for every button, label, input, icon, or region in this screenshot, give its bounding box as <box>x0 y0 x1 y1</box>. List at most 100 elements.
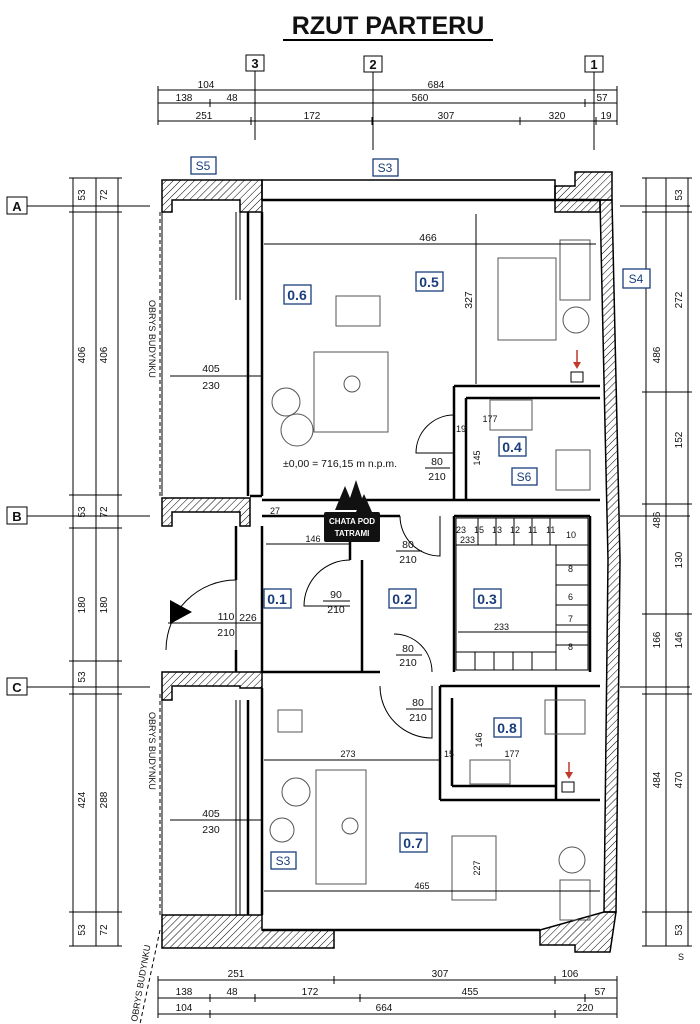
dim-146: 146 <box>305 534 320 544</box>
dim-top-48: 48 <box>226 93 238 104</box>
dim-right-486a: 486 <box>652 346 663 363</box>
axis-markers-horizontal: A B C <box>6 196 690 696</box>
tag-s4: S4 <box>629 272 644 286</box>
logo-line1: CHATA POD <box>329 517 375 526</box>
dim-left-53a: 53 <box>77 189 88 201</box>
dim-top-307: 307 <box>438 111 455 122</box>
axis-label-a: A <box>12 199 22 214</box>
dim-left-288: 288 <box>99 791 110 808</box>
dim-230a: 230 <box>202 380 220 392</box>
dim-177a: 177 <box>482 414 497 424</box>
room-label-01: 0.1 <box>267 591 287 607</box>
door-210-b: 210 <box>399 554 417 566</box>
left-dimensions: 53 406 53 180 53 424 53 72 406 72 180 28… <box>69 177 122 947</box>
dim-bot-664: 664 <box>376 1003 393 1014</box>
arrow-down-icon <box>565 772 573 779</box>
dim-left-53c: 53 <box>77 671 88 683</box>
dim-bot-251: 251 <box>228 969 245 980</box>
dim-top-320: 320 <box>549 111 566 122</box>
dim-146b: 146 <box>474 732 484 747</box>
door-80-a: 80 <box>431 456 443 468</box>
watermark-logo: CHATA POD TATRAMI <box>324 480 380 542</box>
obrys-label-mid: OBRYS BUDYNKU <box>147 712 157 790</box>
stair-8a: 8 <box>568 564 573 574</box>
dim-bot-48: 48 <box>226 987 238 998</box>
axis-label-2: 2 <box>369 57 376 72</box>
dim-233b: 233 <box>494 622 509 632</box>
door-110: 110 <box>218 611 235 623</box>
dim-227: 227 <box>472 860 482 875</box>
tag-s3-bottom: S3 <box>276 854 291 868</box>
door-210-d: 210 <box>217 627 235 639</box>
windows <box>161 212 241 915</box>
doors <box>165 414 455 739</box>
door-210-e: 210 <box>399 657 417 669</box>
furniture <box>269 239 591 921</box>
dim-466: 466 <box>419 232 437 244</box>
dim-405b: 405 <box>202 808 220 820</box>
dim-right-272: 272 <box>674 291 685 308</box>
dim-top-560: 560 <box>412 93 429 104</box>
bottom-dimensions: 251 307 106 138 48 172 455 57 104 664 22… <box>157 969 618 1018</box>
dim-465: 465 <box>414 881 429 891</box>
dim-left-406b: 406 <box>99 346 110 363</box>
stairs <box>455 517 589 671</box>
dim-273: 273 <box>340 749 355 759</box>
entrance-arrow-icon <box>170 600 192 624</box>
dim-right-470: 470 <box>674 771 685 788</box>
door-210-c: 210 <box>327 604 345 616</box>
dim-left-180b: 180 <box>99 596 110 613</box>
dim-right-152: 152 <box>674 431 685 448</box>
axis-label-b: B <box>12 509 21 524</box>
section-tags: S5 S3 S4 S6 S3 <box>190 156 651 870</box>
door-80-b: 80 <box>402 539 414 551</box>
dim-top-684: 684 <box>428 80 445 91</box>
interior-walls <box>234 198 600 932</box>
stairs-numbers: 23 15 13 12 11 11 10 8 6 7 8 <box>456 525 576 652</box>
dim-right-53b: 53 <box>674 924 685 936</box>
stair-8b: 8 <box>568 642 573 652</box>
dim-bot-106: 106 <box>562 969 579 980</box>
dim-right-53a: 53 <box>674 189 685 201</box>
level-label: ±0,00 = 716,15 m n.p.m. <box>283 458 397 470</box>
tag-s6: S6 <box>517 470 532 484</box>
dim-top-172: 172 <box>304 111 321 122</box>
room-label-03: 0.3 <box>477 591 497 607</box>
dim-bot-138: 138 <box>176 987 193 998</box>
chimney-markers <box>561 350 584 793</box>
right-dimensions: 53 486 486 484 53 272 152 130 166 146 47… <box>642 177 692 947</box>
dim-right-484: 484 <box>652 771 663 788</box>
dim-bot-220: 220 <box>577 1003 594 1014</box>
door-80-c: 80 <box>402 643 414 655</box>
door-210-a: 210 <box>428 471 446 483</box>
dim-bot-57: 57 <box>594 987 606 998</box>
top-dimensions: 104 684 138 48 560 57 251 172 307 320 19 <box>157 80 618 125</box>
dim-right-146: 146 <box>674 631 685 648</box>
plan-title: RZUT PARTERU <box>292 12 485 40</box>
dim-left-72c: 72 <box>99 924 110 936</box>
outline-dashed-corner <box>139 929 161 1024</box>
dim-bot-104: 104 <box>176 1003 193 1014</box>
stair-15: 15 <box>474 525 484 535</box>
room-label-06: 0.6 <box>287 287 307 303</box>
stair-23: 23 <box>456 525 466 535</box>
axis-label-1: 1 <box>590 57 597 72</box>
dim-left-53d: 53 <box>77 924 88 936</box>
dim-145: 145 <box>472 450 482 465</box>
door-90: 90 <box>330 589 342 601</box>
door-210-f: 210 <box>409 712 427 724</box>
dim-top-57: 57 <box>596 93 608 104</box>
dim-226: 226 <box>239 612 257 624</box>
obrys-label-top: OBRYS BUDYNKU <box>147 300 157 378</box>
dim-left-72b: 72 <box>99 506 110 518</box>
dim-left-406: 406 <box>77 346 88 363</box>
stair-12: 12 <box>510 525 520 535</box>
dim-230b: 230 <box>202 824 220 836</box>
dim-left-72a: 72 <box>99 189 110 201</box>
dim-bot-307: 307 <box>432 969 449 980</box>
room-label-02: 0.2 <box>392 591 412 607</box>
dim-405a: 405 <box>202 363 220 375</box>
room-label-04: 0.4 <box>502 439 522 455</box>
stair-11a: 11 <box>528 525 537 535</box>
